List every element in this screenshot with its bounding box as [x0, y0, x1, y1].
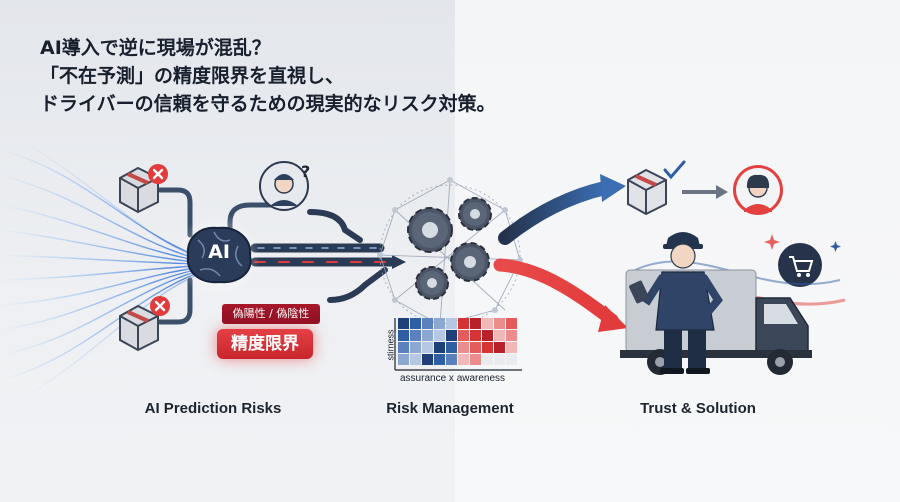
- heatmap-cell: [458, 330, 469, 341]
- heatmap-cell: [470, 354, 481, 365]
- heatmap-cell: [446, 318, 457, 329]
- headline: AI導入で逆に現場が混乱？ 「不在予測」の精度限界を直視し、 ドライバーの信頼を…: [40, 34, 496, 118]
- false-positive-negative-tag: 偽陽性 / 偽陰性: [222, 304, 320, 324]
- heatmap-cell: [482, 354, 493, 365]
- section-label-trust-solution: Trust & Solution: [640, 400, 756, 417]
- arrow-right-icon: [682, 185, 728, 199]
- heatmap-cell: [398, 342, 409, 353]
- heatmap-cell: [434, 330, 445, 341]
- heatmap: [398, 318, 517, 365]
- section-label-risk-management: Risk Management: [386, 400, 514, 417]
- heatmap-cell: [458, 342, 469, 353]
- accuracy-limit-badge: 精度限界: [217, 329, 313, 359]
- heatmap-cell: [506, 354, 517, 365]
- heatmap-cell: [470, 318, 481, 329]
- heatmap-cell: [482, 330, 493, 341]
- question-icon: ?: [301, 162, 310, 181]
- close-icon: [148, 164, 168, 184]
- package-icon: [119, 304, 159, 352]
- flow-arrows: [250, 209, 397, 303]
- sparkle-icon: [764, 234, 841, 252]
- heatmap-cell: [410, 330, 421, 341]
- heatmap-cell: [470, 342, 481, 353]
- heatmap-cell: [446, 330, 457, 341]
- network-nodes: [377, 177, 523, 328]
- output-arrows: [493, 174, 628, 332]
- heatmap-x-label: assurance x awareness: [400, 373, 506, 384]
- headline-line-1: AI導入で逆に現場が混乱？: [40, 37, 271, 59]
- ai-label: AI: [208, 241, 230, 263]
- cart-icon: [778, 243, 822, 287]
- heatmap-cell: [434, 342, 445, 353]
- heatmap-cell: [410, 318, 421, 329]
- heatmap-cell: [446, 342, 457, 353]
- package-icon: [627, 168, 667, 216]
- heatmap-cell: [482, 318, 493, 329]
- headline-line-2: 「不在予測」の精度限界を直視し、: [40, 65, 345, 87]
- heatmap-cell: [398, 318, 409, 329]
- heatmap-cell: [506, 342, 517, 353]
- heatmap-cell: [506, 330, 517, 341]
- driver-figure: [629, 232, 723, 374]
- heatmap-cell: [494, 354, 505, 365]
- close-icon: [150, 296, 170, 316]
- heatmap-cell: [410, 342, 421, 353]
- worker-icon: [259, 161, 309, 211]
- heatmap-cell: [494, 318, 505, 329]
- gear-icon: [407, 207, 453, 253]
- heatmap-cell: [422, 318, 433, 329]
- heatmap-cell: [410, 354, 421, 365]
- user-icon: [733, 165, 783, 215]
- heatmap-cell: [494, 342, 505, 353]
- heatmap-cell: [458, 354, 469, 365]
- heatmap-cell: [446, 354, 457, 365]
- headline-line-3: ドライバーの信頼を守るための現実的なリスク対策。: [40, 93, 496, 115]
- truck-icon: [620, 269, 812, 375]
- gear-icon: [415, 266, 449, 300]
- heatmap-cell: [434, 354, 445, 365]
- network-mesh: [379, 179, 521, 326]
- heatmap-cell: [422, 354, 433, 365]
- heatmap-cell: [470, 330, 481, 341]
- heatmap-cell: [398, 354, 409, 365]
- heatmap-cell: [398, 330, 409, 341]
- heatmap-cell: [422, 342, 433, 353]
- gear-icon: [450, 242, 490, 282]
- data-streams: [0, 139, 196, 401]
- heatmap-y-label: stirness: [385, 329, 396, 361]
- heatmap-cell: [422, 330, 433, 341]
- heatmap-cell: [506, 318, 517, 329]
- heatmap-cell: [482, 342, 493, 353]
- svg-text:?: ?: [301, 162, 310, 181]
- heatmap-cell: [434, 318, 445, 329]
- heatmap-cell: [458, 318, 469, 329]
- gear-icon: [458, 197, 492, 231]
- brain-icon: [176, 214, 260, 298]
- check-icon: [663, 160, 686, 180]
- section-label-ai-risks: AI Prediction Risks: [144, 400, 282, 417]
- heatmap-cell: [494, 330, 505, 341]
